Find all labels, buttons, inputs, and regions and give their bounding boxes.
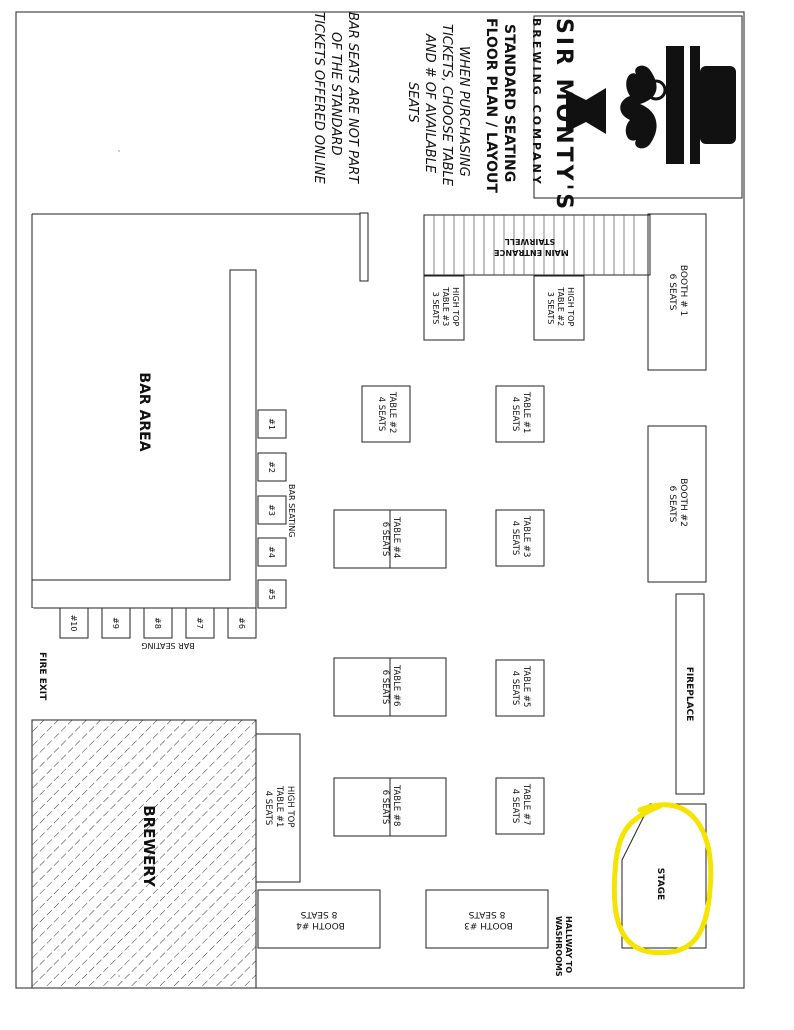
table-5: TABLE #5 4 SEATS bbox=[495, 659, 545, 717]
booth-1: BOOTH # 1 6 SEATS bbox=[647, 213, 707, 371]
stairwell-label: MAIN ENTRANCE STAIRWELL bbox=[491, 237, 568, 257]
high-top-2: HIGH TOP TABLE #2 3 SEATS bbox=[533, 275, 585, 341]
wall-segment bbox=[359, 212, 369, 282]
bar-seat-7: #7 bbox=[185, 607, 215, 639]
booth-4: BOOTH #4 8 SEATS bbox=[257, 889, 381, 949]
fireplace: FIREPLACE bbox=[675, 593, 705, 795]
svg-text:TABLE #7 4 SEATS: TABLE #7 4 SEATS bbox=[510, 783, 531, 828]
highlight-circle bbox=[611, 802, 714, 956]
brand-subtitle: BREWING COMPANY bbox=[530, 18, 543, 187]
hallway-label: HALLWAY TO WASHROOMS bbox=[554, 916, 573, 977]
svg-text:TABLE #1 4 SEATS: TABLE #1 4 SEATS bbox=[510, 391, 531, 436]
bowtie-icon bbox=[566, 88, 606, 134]
svg-text:#3: #3 bbox=[267, 504, 276, 516]
top-hat-icon bbox=[666, 46, 736, 164]
bar-area-label: BAR AREA bbox=[136, 372, 152, 451]
svg-text:#9: #9 bbox=[111, 617, 120, 629]
page-border bbox=[15, 11, 745, 989]
fireplace-label: FIREPLACE bbox=[684, 667, 694, 722]
svg-text:#8: #8 bbox=[153, 617, 162, 629]
svg-text:#10: #10 bbox=[69, 615, 78, 632]
booth-2: BOOTH #2 6 SEATS bbox=[647, 425, 707, 583]
bar-seat-9: #9 bbox=[101, 607, 131, 639]
bar-seating-label-1: BAR SEATING bbox=[287, 484, 296, 537]
svg-text:#7: #7 bbox=[195, 617, 204, 629]
svg-text:#1: #1 bbox=[267, 418, 276, 430]
brand-name: SIR MONTY'S bbox=[551, 18, 576, 212]
logo-box bbox=[533, 15, 743, 199]
bar-area: BAR AREA bbox=[31, 213, 360, 609]
svg-text:#4: #4 bbox=[267, 546, 276, 558]
bar-seat-6: #6 bbox=[227, 607, 257, 639]
svg-text:#5: #5 bbox=[267, 588, 276, 600]
svg-text:TABLE #3 4 SEATS: TABLE #3 4 SEATS bbox=[510, 515, 531, 560]
svg-text:#2: #2 bbox=[267, 461, 276, 473]
stairwell: MAIN ENTRANCE STAIRWELL bbox=[423, 214, 651, 276]
table-7: TABLE #7 4 SEATS bbox=[495, 777, 545, 835]
stage: STAGE bbox=[611, 802, 714, 956]
svg-text:BOOTH # 1 6 SEATS: BOOTH # 1 6 SEATS bbox=[667, 265, 688, 319]
purchase-note: WHEN PURCHASING TICKETS, CHOOSE TABLE AN… bbox=[405, 24, 471, 190]
svg-text:BOOTH #3 8 SEATS: BOOTH #3 8 SEATS bbox=[461, 909, 512, 930]
table-4: TABLE #4 6 SEATS bbox=[333, 509, 447, 569]
speck bbox=[118, 150, 120, 152]
booth-3: BOOTH #3 8 SEATS bbox=[425, 889, 549, 949]
table-6: TABLE #6 6 SEATS bbox=[333, 657, 447, 717]
svg-text:BOOTH #2 6 SEATS: BOOTH #2 6 SEATS bbox=[667, 478, 688, 529]
bar-seat-10: #10 bbox=[59, 607, 89, 639]
high-top-1: HIGH TOP TABLE #1 4 SEATS bbox=[255, 733, 301, 883]
fire-exit-label: FIRE EXIT bbox=[37, 652, 47, 701]
bar-seat-8: #8 bbox=[143, 607, 173, 639]
svg-text:TABLE #6 6 SEATS: TABLE #6 6 SEATS bbox=[380, 664, 401, 709]
table-8: TABLE #8 6 SEATS bbox=[333, 777, 447, 837]
svg-text:HIGH TOP TABLE #1: HIGH TOP TABLE #1 4 SEATS bbox=[263, 785, 295, 830]
brewery-label: BREWERY bbox=[140, 805, 158, 888]
svg-text:HIGH TOP TABLE #3: HIGH TOP TABLE #3 3 SEATS bbox=[431, 286, 460, 329]
table-2: TABLE #2 4 SEATS bbox=[361, 385, 411, 443]
bar-seat-5: #5 bbox=[257, 579, 287, 609]
svg-text:TABLE #5 4 SEATS: TABLE #5 4 SEATS bbox=[510, 665, 531, 710]
bar-seat-2: #2 bbox=[257, 452, 287, 482]
svg-text:BOOTH #4 8 SEATS: BOOTH #4 8 SEATS bbox=[293, 909, 344, 930]
bar-seat-3: #3 bbox=[257, 495, 287, 525]
speck bbox=[118, 975, 120, 977]
title-line2: FLOOR PLAN / LAYOUT bbox=[483, 18, 499, 193]
title-line1: STANDARD SEATING bbox=[501, 24, 517, 182]
brewery: BREWERY bbox=[31, 719, 257, 989]
svg-text:HIGH TOP TABLE #2: HIGH TOP TABLE #2 3 SEATS bbox=[546, 286, 575, 329]
svg-text:TABLE #4 6 SEATS: TABLE #4 6 SEATS bbox=[380, 516, 401, 561]
svg-text:#6: #6 bbox=[237, 617, 246, 629]
mustache-icon bbox=[620, 65, 657, 149]
table-3: TABLE #3 4 SEATS bbox=[495, 509, 545, 567]
bar-seat-4: #4 bbox=[257, 537, 287, 567]
svg-text:TABLE #8 6 SEATS: TABLE #8 6 SEATS bbox=[380, 784, 401, 829]
svg-text:TABLE #2 4 SEATS: TABLE #2 4 SEATS bbox=[376, 391, 397, 436]
bar-seats-note: BAR SEATS ARE NOT PART OF THE STANDARD T… bbox=[311, 12, 360, 187]
table-1: TABLE #1 4 SEATS bbox=[495, 385, 545, 443]
bar-seat-1: #1 bbox=[257, 409, 287, 439]
bar-seating-label-2: BAR SEATING bbox=[141, 641, 194, 650]
high-top-3: HIGH TOP TABLE #3 3 SEATS bbox=[423, 275, 465, 341]
stage-label: STAGE bbox=[655, 868, 665, 900]
